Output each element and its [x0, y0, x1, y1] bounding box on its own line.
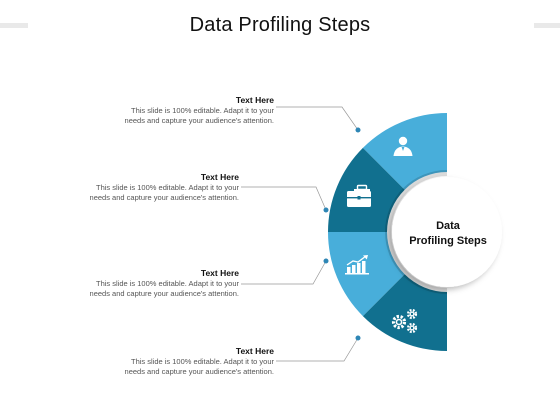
connector-2 — [241, 186, 329, 213]
center-label: Data Profiling Steps — [396, 219, 500, 249]
step-1-heading: Text Here — [235, 95, 274, 105]
gears-icon — [391, 308, 418, 334]
connector-4-dot — [355, 335, 361, 341]
step-2-body: This slide is 100% editable. Adapt it to… — [89, 183, 239, 202]
center-circle — [392, 177, 502, 287]
slide-title: Data Profiling Steps — [189, 14, 371, 36]
connector-1-dot — [355, 127, 361, 133]
user-icon — [393, 136, 413, 156]
step-4-heading: Text Here — [235, 346, 274, 356]
decorative-bar-left — [0, 23, 28, 28]
center-label-line-1: Data — [436, 220, 460, 232]
connector-2-dot — [323, 207, 329, 213]
step-1-body: This slide is 100% editable. Adapt it to… — [124, 106, 274, 125]
step-2-heading: Text Here — [200, 172, 239, 182]
connector-2-line — [241, 186, 327, 211]
connector-3-dot — [323, 258, 329, 264]
center-label-line-2: Profiling Steps — [409, 235, 487, 247]
step-4-body: This slide is 100% editable. Adapt it to… — [124, 357, 274, 376]
step-3-text: Text Here This slide is 100% editable. A… — [25, 268, 239, 299]
step-4-text: Text Here This slide is 100% editable. A… — [60, 346, 274, 377]
growth-chart-icon — [345, 255, 369, 275]
connector-1 — [276, 106, 361, 133]
connector-4-line — [276, 337, 359, 362]
decorative-bar-right — [534, 23, 560, 28]
segment-4 — [362, 274, 447, 351]
step-2-text: Text Here This slide is 100% editable. A… — [25, 172, 239, 203]
step-3-heading: Text Here — [200, 268, 239, 278]
briefcase-icon — [347, 184, 371, 207]
connector-3-line — [241, 260, 327, 285]
connector-1-line — [276, 106, 359, 131]
connector-3 — [241, 258, 329, 285]
connector-4 — [276, 335, 361, 362]
step-3-body: This slide is 100% editable. Adapt it to… — [89, 279, 239, 298]
step-1-text: Text Here This slide is 100% editable. A… — [60, 95, 274, 126]
